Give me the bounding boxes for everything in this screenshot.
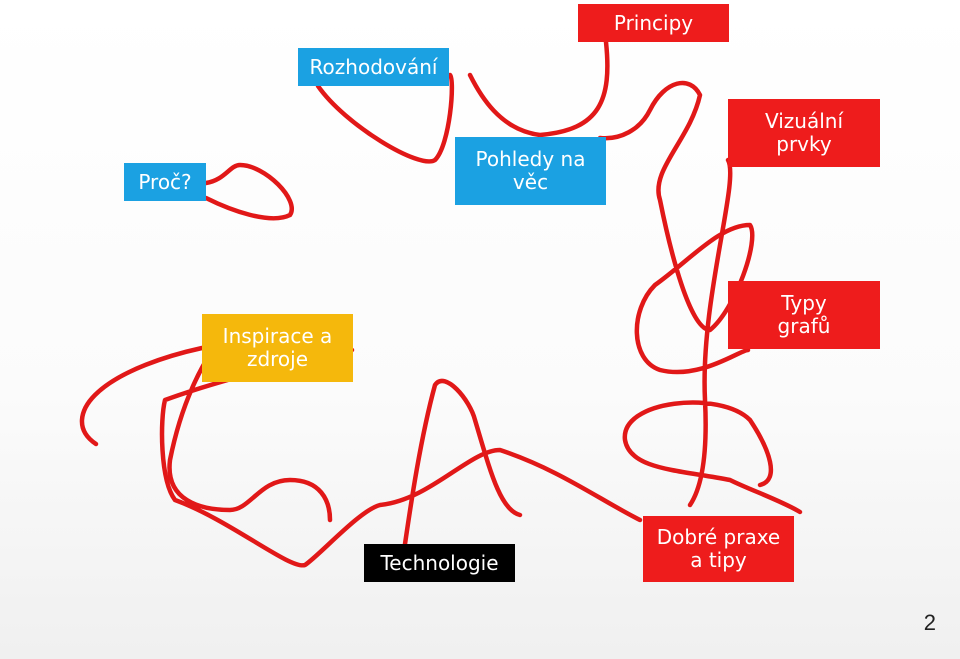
topic-box-dobre-praxe[interactable]: Dobré praxe a tipy [643, 516, 794, 582]
topic-box-proc[interactable]: Proč? [124, 163, 206, 201]
topic-label-line: Typy [781, 291, 827, 315]
topic-label-line: grafů [777, 314, 831, 338]
topic-box-principy[interactable]: Principy [578, 4, 729, 42]
topic-label-line: Vizuální [764, 109, 844, 133]
topic-label-line: Principy [613, 10, 694, 35]
topic-label-line: Inspirace a [222, 324, 333, 348]
topic-label-line: věc [512, 170, 549, 194]
topic-box-pohledy[interactable]: Pohledy na věc [455, 137, 606, 205]
topic-box-vizualni[interactable]: Vizuální prvky [728, 99, 880, 167]
topic-label-line: Dobré praxe [656, 525, 781, 549]
topic-label-line: Proč? [138, 169, 192, 194]
topic-label-line: a tipy [690, 548, 747, 572]
topic-box-typy[interactable]: Typy grafů [728, 281, 880, 349]
topic-box-technologie[interactable]: Technologie [364, 544, 515, 582]
topic-box-inspirace[interactable]: Inspirace a zdroje [202, 314, 353, 382]
topic-label-line: Technologie [380, 550, 499, 575]
thread-path [79, 39, 803, 568]
topic-label-line: prvky [776, 132, 832, 156]
topic-label-line: zdroje [246, 347, 309, 371]
topic-box-rozhodovani[interactable]: Rozhodování [298, 48, 449, 86]
page-number: 2 [923, 610, 936, 635]
topic-label-line: Rozhodování [309, 54, 438, 79]
topic-label-line: Pohledy na [475, 147, 586, 171]
